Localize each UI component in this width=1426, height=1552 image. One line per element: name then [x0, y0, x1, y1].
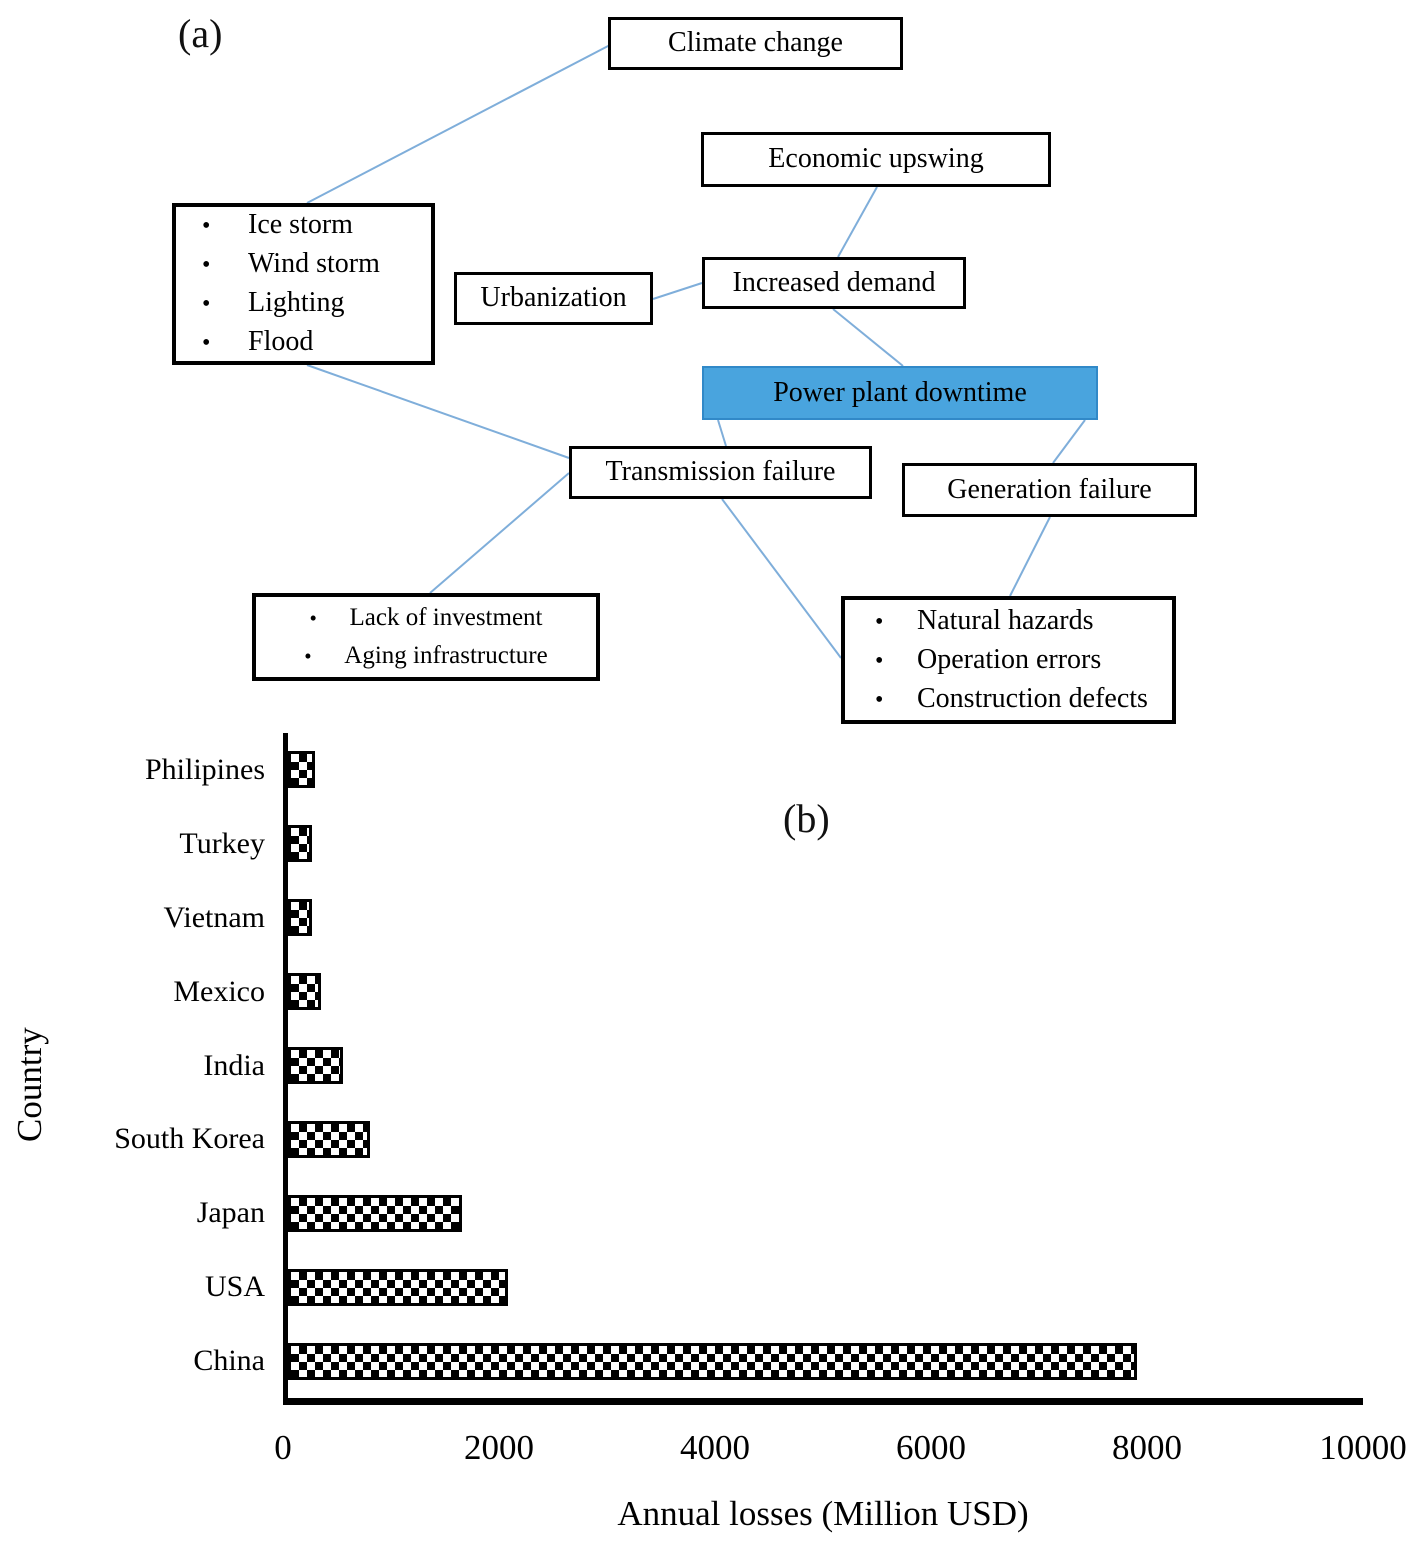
list-item: • Lighting	[202, 284, 344, 323]
connector-urbanization-demand	[652, 282, 703, 300]
connector-transmission-investment	[429, 472, 570, 594]
category-label: Japan	[196, 1196, 265, 1230]
node-label: Transmission failure	[605, 456, 836, 488]
node-increased-demand: Increased demand	[702, 257, 966, 309]
connector-weather-transmission	[306, 364, 570, 459]
bar-usa	[288, 1268, 509, 1306]
connector-downtime-generation	[1052, 419, 1086, 464]
bar-turkey	[288, 825, 313, 863]
connector-generation-hazards	[1009, 516, 1051, 597]
x-axis-line	[283, 1398, 1363, 1405]
bullet-text: Operation errors	[917, 643, 1102, 675]
node-label: Generation failure	[947, 473, 1152, 505]
panel-a-label: (a)	[178, 11, 223, 56]
node-transmission-causes: • Lack of investment • Aging infrastructur…	[252, 593, 600, 681]
y-axis-title: Country	[10, 1027, 49, 1142]
bullet-icon: •	[875, 686, 884, 713]
chart-row-japan: Japan	[197, 1176, 1363, 1250]
connector-downtime-transmission	[717, 419, 727, 447]
bullet-text: Aging infrastructure	[344, 642, 548, 669]
bullet-text: Construction defects	[917, 682, 1148, 714]
chart-row-philipines: Philipines	[145, 733, 1363, 807]
chart-row-usa: USA	[205, 1250, 1363, 1324]
bullet-icon: •	[202, 252, 211, 278]
node-generation-failure: Generation failure	[902, 463, 1197, 517]
bar-vietnam	[288, 899, 313, 937]
chart-row-india: India	[203, 1029, 1363, 1103]
category-label: India	[203, 1048, 265, 1082]
x-tick-label: 4000	[680, 1428, 750, 1467]
bar-south-korea	[288, 1120, 371, 1158]
bar-mexico	[288, 973, 322, 1011]
x-tick-label: 8000	[1112, 1428, 1182, 1467]
node-weather-causes: • Ice storm • Wind storm • Lighting • Flood	[172, 203, 435, 365]
x-ticks: 0 2000 4000 6000 8000 10000	[274, 1428, 1407, 1484]
chart-row-south-korea: South Korea	[114, 1102, 1363, 1176]
category-label: Mexico	[173, 974, 265, 1008]
list-item: • Natural hazards	[875, 602, 1093, 641]
node-label: Urbanization	[480, 282, 627, 314]
list-item: • Aging infrastructure	[304, 637, 547, 675]
connector-transmission-hazards	[721, 498, 842, 659]
node-urbanization: Urbanization	[454, 272, 653, 325]
panel-b-label: (b)	[783, 796, 830, 841]
bullet-icon: •	[309, 606, 317, 630]
category-label: South Korea	[114, 1122, 265, 1156]
x-tick-label: 2000	[464, 1428, 534, 1467]
node-transmission-failure: Transmission failure	[569, 446, 872, 499]
list-item: • Ice storm	[202, 206, 353, 245]
x-axis-title: Annual losses (Million USD)	[617, 1494, 1029, 1533]
list-item: • Wind storm	[202, 245, 380, 284]
node-label: Economic upswing	[768, 143, 984, 175]
category-label: USA	[204, 1270, 265, 1304]
x-tick-label: 0	[274, 1428, 292, 1467]
chart-row-china: China	[193, 1324, 1363, 1398]
bullet-icon: •	[875, 647, 884, 674]
node-label: Climate change	[668, 27, 843, 59]
node-generation-causes: • Natural hazards • Operation errors • Cons…	[841, 596, 1176, 724]
x-tick-label: 10000	[1319, 1428, 1407, 1467]
bar-japan	[288, 1194, 463, 1232]
bullet-icon: •	[202, 291, 211, 317]
node-label: Power plant downtime	[773, 376, 1027, 408]
connector-economic-demand	[837, 186, 878, 258]
connector-demand-downtime	[832, 308, 904, 367]
node-label: Increased demand	[732, 266, 936, 298]
category-label: China	[193, 1344, 265, 1378]
bullet-icon: •	[304, 644, 312, 668]
chart-row-mexico: Mexico	[173, 955, 1363, 1029]
bullet-text: Lighting	[248, 287, 345, 318]
category-label: Turkey	[179, 826, 265, 860]
category-label: Vietnam	[163, 900, 266, 934]
bullet-text: Flood	[248, 326, 314, 357]
list-item: • Construction defects	[875, 680, 1148, 719]
bar-china	[288, 1342, 1138, 1380]
node-power-plant-downtime: Power plant downtime	[702, 366, 1098, 420]
x-tick-label: 6000	[896, 1428, 966, 1467]
y-axis-line	[283, 733, 288, 1405]
chart-row-vietnam: Vietnam	[164, 881, 1363, 955]
bar-philipines	[288, 751, 315, 789]
bar-india	[288, 1047, 343, 1084]
list-item: • Flood	[202, 323, 313, 362]
bullet-icon: •	[202, 213, 211, 239]
category-label: Philipines	[144, 752, 265, 786]
bullet-text: Natural hazards	[917, 604, 1094, 636]
connector-climate-weather	[306, 44, 611, 204]
bullet-text: Ice storm	[248, 209, 353, 240]
chart-row-turkey: Turkey	[179, 807, 1363, 881]
list-item: • Lack of investment	[310, 599, 543, 637]
bullet-text: Lack of investment	[349, 604, 543, 631]
list-item: • Operation errors	[875, 641, 1101, 680]
connector-lines	[306, 44, 1086, 659]
bullet-icon: •	[202, 330, 211, 356]
bullet-text: Wind storm	[248, 248, 380, 279]
node-economic-upswing: Economic upswing	[701, 132, 1051, 187]
node-climate-change: Climate change	[608, 17, 903, 70]
bullet-icon: •	[875, 608, 884, 635]
